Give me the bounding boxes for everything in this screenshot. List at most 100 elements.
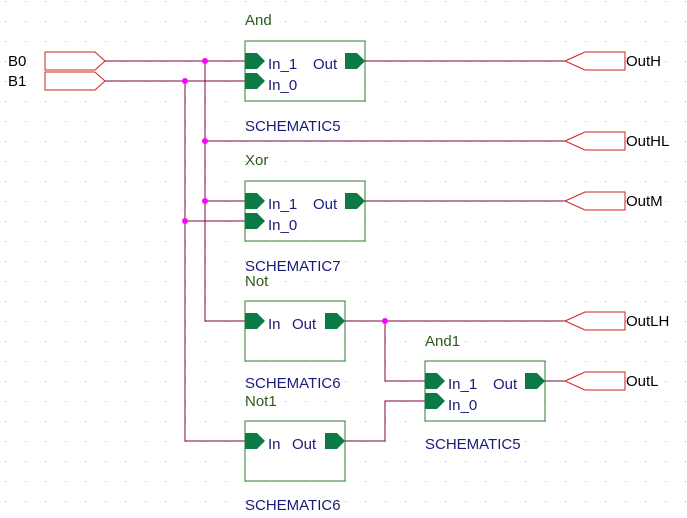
- grid-dot: [585, 161, 586, 162]
- grid-dot: [5, 481, 6, 482]
- grid-dot: [665, 381, 666, 382]
- grid-dot: [625, 341, 626, 342]
- grid-dot: [145, 241, 146, 242]
- grid-dot: [45, 481, 46, 482]
- grid-dot: [645, 341, 646, 342]
- grid-dot: [365, 21, 366, 22]
- grid-dot: [145, 41, 146, 42]
- grid-dot: [565, 101, 566, 102]
- grid-dot: [625, 101, 626, 102]
- grid-dot: [545, 341, 546, 342]
- grid-dot: [205, 401, 206, 402]
- grid-dot: [125, 441, 126, 442]
- grid-dot: [605, 441, 606, 442]
- grid-dot: [305, 121, 306, 122]
- grid-dot: [625, 461, 626, 462]
- block-reference: SCHEMATIC7: [245, 258, 341, 275]
- wire-b0-vertical[interactable]: [204, 61, 245, 322]
- grid-dot: [145, 301, 146, 302]
- block-xor[interactable]: Xor In_1 In_0 Out SCHEMATIC7: [244, 152, 366, 275]
- grid-dot: [465, 441, 466, 442]
- grid-dot: [585, 81, 586, 82]
- grid-dot: [445, 221, 446, 222]
- grid-dot: [645, 221, 646, 222]
- grid-dot: [405, 221, 406, 222]
- output-port-outlh[interactable]: OutLH: [563, 311, 669, 331]
- pin-label-out: Out: [292, 436, 317, 453]
- block-not[interactable]: Not In Out SCHEMATIC6: [244, 273, 346, 392]
- grid-dot: [445, 341, 446, 342]
- grid-dot: [165, 241, 166, 242]
- grid-dot: [445, 161, 446, 162]
- grid-dot: [605, 421, 606, 422]
- grid-dot: [385, 161, 386, 162]
- grid-dot: [245, 501, 246, 502]
- grid-dot: [565, 221, 566, 222]
- output-port-outl[interactable]: OutL: [563, 371, 659, 391]
- grid-dot: [505, 241, 506, 242]
- output-port-outhl[interactable]: OutHL: [563, 131, 669, 151]
- grid-dot: [145, 261, 146, 262]
- grid-dot: [685, 401, 686, 402]
- grid-dot: [245, 161, 246, 162]
- grid-dot: [365, 341, 366, 342]
- input-port-b1[interactable]: B1: [8, 71, 106, 91]
- grid-dot: [605, 221, 606, 222]
- grid-dot: [505, 261, 506, 262]
- wire-not1-to-and1[interactable]: [345, 400, 425, 442]
- grid-dot: [105, 341, 106, 342]
- block-and1[interactable]: And1 In_1 In_0 Out SCHEMATIC5: [424, 333, 546, 453]
- grid-dot: [345, 1, 346, 2]
- grid-dot: [25, 201, 26, 202]
- junction-dot: [202, 138, 208, 144]
- output-port-outh[interactable]: OutH: [563, 51, 661, 71]
- output-pin-arrow: [525, 373, 545, 389]
- input-port-b0[interactable]: B0: [8, 51, 106, 71]
- grid-dot: [45, 301, 46, 302]
- grid-dot: [345, 21, 346, 22]
- grid-dot: [505, 441, 506, 442]
- grid-dot: [85, 101, 86, 102]
- grid-dot: [385, 121, 386, 122]
- port-shape: [563, 371, 626, 391]
- grid-dot: [425, 341, 426, 342]
- grid-dot: [325, 501, 326, 502]
- grid-dot: [545, 101, 546, 102]
- grid-dot: [605, 121, 606, 122]
- grid-dot: [485, 161, 486, 162]
- input-pin-arrow: [245, 53, 265, 69]
- grid-dot: [405, 241, 406, 242]
- grid-dot: [165, 221, 166, 222]
- grid-dot: [425, 501, 426, 502]
- grid-dot: [545, 241, 546, 242]
- grid-dot: [5, 121, 6, 122]
- block-and[interactable]: And In_1 In_0 Out SCHEMATIC5: [244, 12, 366, 135]
- grid-dot: [485, 181, 486, 182]
- grid-dot: [125, 241, 126, 242]
- grid-dot: [565, 241, 566, 242]
- output-pin-arrow: [325, 433, 345, 449]
- output-port-outm[interactable]: OutM: [563, 191, 663, 211]
- pin-label-in0: In_0: [268, 217, 297, 234]
- grid-dot: [165, 121, 166, 122]
- wire-b1-vertical[interactable]: [184, 81, 245, 442]
- grid-dot: [525, 41, 526, 42]
- grid-dot: [565, 361, 566, 362]
- wire-not-to-and1[interactable]: [384, 321, 425, 382]
- grid-dot: [465, 261, 466, 262]
- grid-dot: [165, 361, 166, 362]
- grid-dot: [85, 321, 86, 322]
- grid-dot: [485, 441, 486, 442]
- grid-dot: [465, 41, 466, 42]
- grid-dot: [45, 201, 46, 202]
- grid-dot: [205, 41, 206, 42]
- grid-dot: [585, 301, 586, 302]
- grid-dot: [225, 261, 226, 262]
- grid-dot: [145, 381, 146, 382]
- pin-label-out: Out: [313, 56, 338, 73]
- grid-dot: [405, 121, 406, 122]
- grid-dot: [665, 361, 666, 362]
- block-not1[interactable]: Not1 In Out SCHEMATIC6: [244, 393, 346, 514]
- grid-dot: [525, 121, 526, 122]
- grid-dot: [5, 361, 6, 362]
